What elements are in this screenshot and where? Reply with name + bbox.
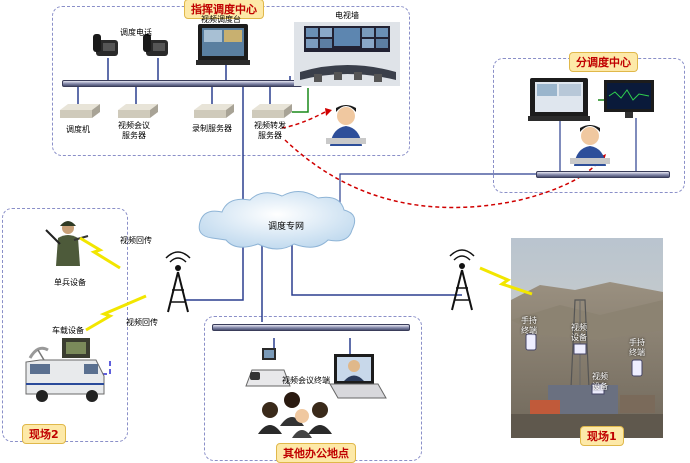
video-return-label-1: 视频回传 <box>120 236 152 245</box>
command-center-bus <box>62 80 302 87</box>
sub-center-bus <box>536 171 670 178</box>
site2-zone <box>2 208 128 442</box>
radio-tower-icon-2 <box>449 249 475 311</box>
video-device-label-1: 视频 设备 <box>571 323 587 342</box>
offices-bus <box>212 324 410 331</box>
tv-wall-label: 电视墙 <box>335 11 359 20</box>
video-conf-terminal-label: 视频会议终端 <box>282 376 330 385</box>
radio-tower-icon <box>165 251 191 313</box>
vehicle-device-label: 车载设备 <box>52 326 84 335</box>
dispatcher-label: 调度机 <box>66 125 90 134</box>
dispatch-phone-label: 调度电话 <box>120 28 152 37</box>
offices-title: 其他办公地点 <box>276 443 356 463</box>
site1-title: 现场1 <box>580 426 624 446</box>
camera-icon-1 <box>573 343 587 355</box>
handheld-icon-2 <box>631 359 643 377</box>
recording-server-label: 录制服务器 <box>192 124 232 133</box>
video-console-label: 视频调度台 <box>201 15 241 24</box>
site2-title: 现场2 <box>22 424 66 444</box>
handheld-icon-1 <box>525 333 537 351</box>
dispatch-network-label: 调度专网 <box>268 222 305 232</box>
video-return-label-2: 视频回传 <box>126 318 158 327</box>
video-device-label-2: 视频 设备 <box>592 372 608 391</box>
handheld-label-1: 手持 终端 <box>521 316 537 335</box>
video-forward-server-label: 视频转发 服务器 <box>254 121 286 140</box>
handheld-label-2: 手持 终端 <box>629 338 645 357</box>
command-center-title: 指挥调度中心 <box>184 0 264 19</box>
video-conf-server-label: 视频会议 服务器 <box>118 121 150 140</box>
soldier-device-label: 单兵设备 <box>54 278 86 287</box>
offices-zone <box>204 316 422 461</box>
sub-center-title: 分调度中心 <box>569 52 638 72</box>
